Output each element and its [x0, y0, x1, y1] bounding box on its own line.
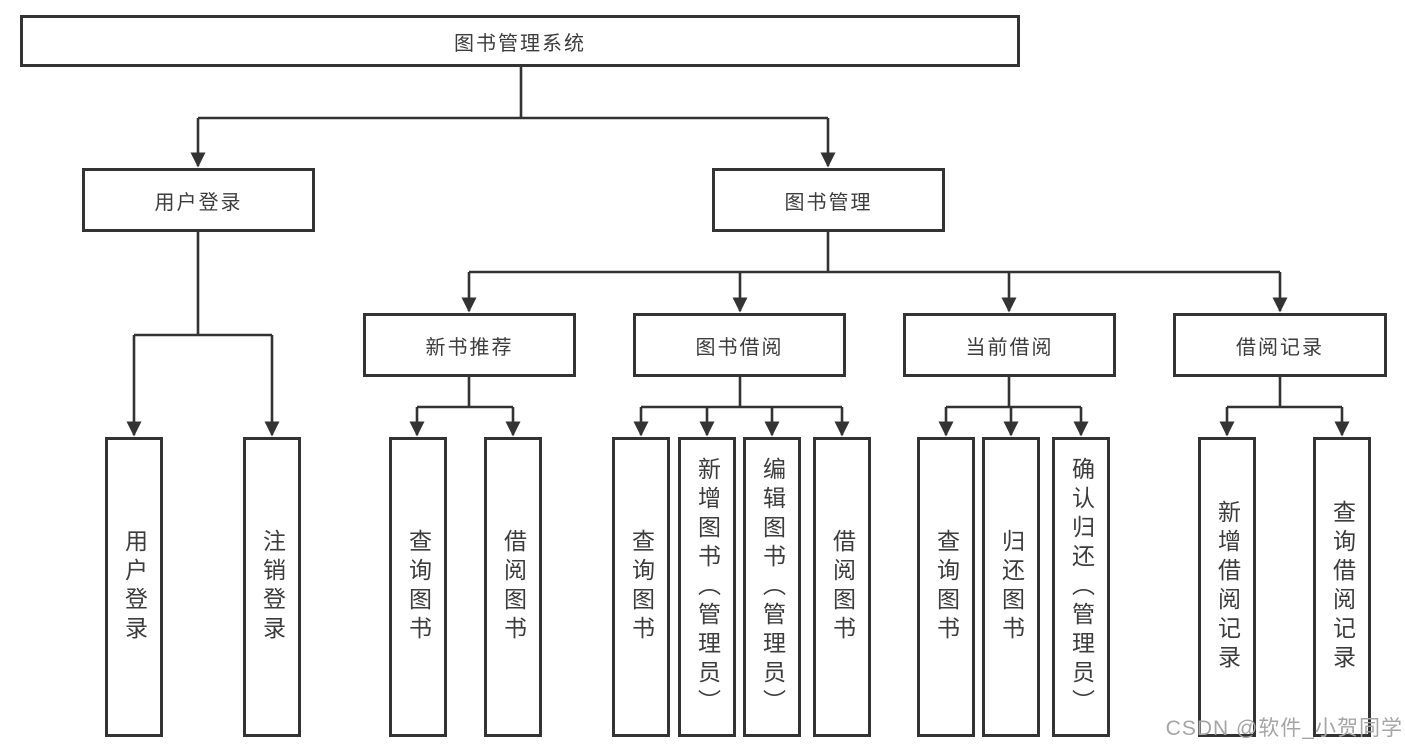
node-label: 借阅记录	[1236, 336, 1324, 359]
node-book-management: 图书管理	[712, 168, 945, 232]
node-borrowing-records: 借阅记录	[1173, 313, 1387, 377]
node-current-borrowing: 当前借阅	[903, 313, 1116, 377]
leaf-query-books-recommend: 查询图书	[389, 437, 447, 737]
node-label: 借阅图书	[500, 529, 527, 645]
node-root: 图书管理系统	[20, 15, 1020, 67]
node-label: 归还图书	[998, 529, 1025, 645]
leaf-query-borrow-record: 查询借阅记录	[1313, 437, 1371, 737]
node-label: 用户登录	[154, 191, 243, 214]
node-label: 用户登录	[121, 529, 148, 645]
leaf-add-book-admin: 新增图书（管理员）	[678, 437, 736, 737]
node-label: 编辑图书（管理员）	[759, 456, 786, 718]
leaf-logout: 注销登录	[243, 437, 301, 737]
node-label: 新增借阅记录	[1214, 500, 1241, 674]
leaf-user-login: 用户登录	[105, 437, 163, 737]
node-label: 确认归还（管理员）	[1068, 456, 1095, 718]
node-label: 当前借阅	[965, 336, 1054, 359]
node-label: 查询图书	[933, 529, 960, 645]
node-label: 借阅图书	[829, 529, 856, 645]
node-new-book-recommend: 新书推荐	[363, 313, 576, 377]
leaf-add-borrow-record: 新增借阅记录	[1198, 437, 1256, 737]
leaf-confirm-return-admin: 确认归还（管理员）	[1052, 437, 1110, 737]
leaf-query-books-current: 查询图书	[917, 437, 975, 737]
leaf-edit-book-admin: 编辑图书（管理员）	[743, 437, 801, 737]
node-label: 查询借阅记录	[1329, 500, 1356, 674]
node-user-login: 用户登录	[82, 168, 315, 232]
leaf-query-books-borrowing: 查询图书	[612, 437, 670, 737]
leaf-borrow-books-borrowing: 借阅图书	[813, 437, 871, 737]
node-book-borrowing: 图书借阅	[633, 313, 846, 377]
node-label: 新增图书（管理员）	[694, 456, 721, 718]
node-label: 图书借阅	[695, 336, 784, 359]
leaf-return-books: 归还图书	[982, 437, 1040, 737]
node-label: 新书推荐	[425, 336, 514, 359]
node-label: 查询图书	[405, 529, 432, 645]
node-label: 图书管理	[784, 191, 873, 214]
watermark-text: CSDN @软件_小贺同学	[1165, 717, 1403, 740]
node-label: 注销登录	[259, 529, 286, 645]
leaf-borrow-books-recommend: 借阅图书	[484, 437, 542, 737]
node-label: 图书管理系统	[454, 32, 586, 55]
node-label: 查询图书	[628, 529, 655, 645]
